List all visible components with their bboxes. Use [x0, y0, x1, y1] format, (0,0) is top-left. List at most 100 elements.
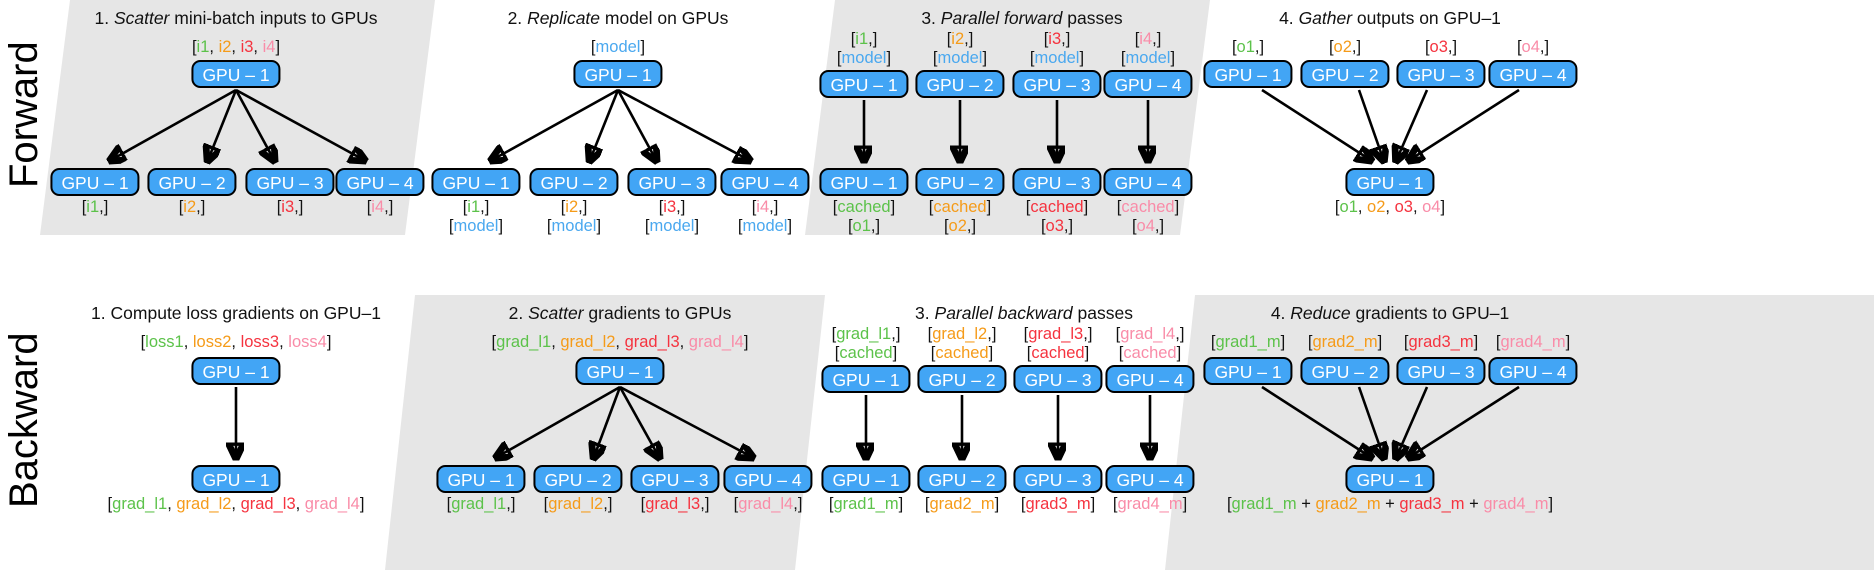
tag-token: [ — [828, 495, 834, 513]
tag-token: [ — [1025, 198, 1031, 216]
backward-p1-bottom-gpu[interactable]: GPU – 1 — [191, 465, 281, 493]
tag-token: [ — [1226, 495, 1232, 513]
tag-token: i2 — [218, 38, 232, 56]
tag-token: [ — [366, 198, 372, 216]
row-label-backward: Backward — [2, 332, 46, 508]
forward-p1-child-gpu-2[interactable]: GPU – 2 — [147, 168, 237, 196]
backward-p2-child-gpu-2[interactable]: GPU – 2 — [533, 465, 623, 493]
tag-token: ] — [1084, 343, 1090, 362]
tag-token: cached — [935, 343, 989, 362]
backward-p3-bottom-gpu-2[interactable]: GPU – 2 — [917, 465, 1007, 493]
tag-token: [ — [640, 495, 646, 513]
forward-p3-bottom-gpu-1[interactable]: GPU – 1 — [819, 168, 909, 196]
tag-line-2: [cached] — [832, 344, 901, 363]
tag-token: ] — [1083, 198, 1089, 216]
tag-token: ] — [596, 216, 602, 235]
forward-p1-child-gpu-4[interactable]: GPU – 4 — [335, 168, 425, 196]
forward-p3-bottom-gpu-2[interactable]: GPU – 2 — [915, 168, 1005, 196]
backward-p3-bottom-gpu-1[interactable]: GPU – 1 — [821, 465, 911, 493]
tag-token: [ — [1424, 38, 1430, 56]
tag-token: , — [231, 495, 241, 513]
tag-token: o3 — [1045, 216, 1064, 235]
tag-line-2: [model] — [933, 49, 987, 68]
backward-p1-top-gpu[interactable]: GPU – 1 — [191, 357, 281, 385]
forward-p2-child-gpu-1[interactable]: GPU – 1 — [431, 168, 521, 196]
forward-p1-child-gpu-3[interactable]: GPU – 3 — [245, 168, 335, 196]
tag-token: ,] — [603, 495, 613, 513]
tag-token: [ — [1231, 38, 1237, 56]
forward-p4-source-gpu-2[interactable]: GPU – 2 — [1300, 60, 1390, 88]
tag-token: ,] — [1175, 325, 1185, 343]
tag-line-2: [o1,] — [833, 217, 895, 236]
backward-p4-source-gpu-2[interactable]: GPU – 2 — [1300, 357, 1390, 385]
tag-token: grad_l3 — [240, 495, 296, 513]
backward-p2-child-gpu-1[interactable]: GPU – 1 — [436, 465, 526, 493]
forward-p4-source-gpu-1[interactable]: GPU – 1 — [1203, 60, 1293, 88]
backward-p2-root-tag: [grad_l1, grad_l2, grad_l3, grad_l4] — [492, 333, 749, 352]
tag-line-1: [grad_l2,] — [928, 325, 997, 344]
forward-p4-source-gpu-4[interactable]: GPU – 4 — [1488, 60, 1578, 88]
forward-p3-bottom-gpu-3[interactable]: GPU – 3 — [1012, 168, 1102, 196]
backward-p1-top-tag: [loss1, loss2, loss3, loss4] — [141, 333, 332, 352]
tag-token: grad_l4 — [1120, 325, 1176, 343]
tag-token: cached — [933, 198, 987, 216]
forward-p3-bottom-gpu-4[interactable]: GPU – 4 — [1103, 168, 1193, 196]
backward-p4-dest-gpu[interactable]: GPU – 1 — [1345, 465, 1435, 493]
tag-token: ,] — [1152, 30, 1162, 48]
tag-token: ] — [1565, 333, 1571, 351]
panel-title-rest: passes — [1062, 8, 1123, 28]
panel-title-emphasis: Replicate — [527, 8, 601, 28]
forward-p3-top-gpu-2[interactable]: GPU – 2 — [915, 70, 1005, 98]
tag-token: ] — [359, 495, 365, 513]
forward-p3-top-tag-3: [i3,][model] — [1030, 30, 1084, 67]
backward-p2-child-gpu-4[interactable]: GPU – 4 — [723, 465, 813, 493]
forward-p2-child-gpu-4[interactable]: GPU – 4 — [720, 168, 810, 196]
tag-line-2: [o4,] — [1117, 217, 1179, 236]
panel-title-emphasis: Reduce — [1290, 303, 1351, 323]
tag-token: [ — [491, 333, 497, 351]
panel-title-backward-4: 4. Reduce gradients to GPU–1 — [1271, 303, 1509, 324]
backward-p4-source-tag-3: [grad3_m] — [1404, 333, 1478, 352]
forward-p2-root-gpu[interactable]: GPU – 1 — [573, 60, 663, 88]
forward-p4-dest-gpu[interactable]: GPU – 1 — [1345, 168, 1435, 196]
tag-token: , — [1357, 198, 1368, 216]
forward-p2-child-gpu-2[interactable]: GPU – 2 — [529, 168, 619, 196]
backward-p3-bottom-tag-2: [grad2_m] — [925, 495, 999, 514]
backward-p3-bottom-gpu-4[interactable]: GPU – 4 — [1105, 465, 1195, 493]
tag-token: [ — [836, 48, 842, 67]
tag-token: ,] — [1539, 38, 1550, 56]
tag-token: ,] — [964, 30, 974, 48]
backward-p4-source-gpu-3[interactable]: GPU – 3 — [1396, 357, 1486, 385]
backward-p3-top-gpu-3[interactable]: GPU – 3 — [1013, 365, 1103, 393]
tag-token: [ — [446, 495, 452, 513]
tag-line-1: [grad_l3,] — [1024, 325, 1093, 344]
backward-p3-top-gpu-4[interactable]: GPU – 4 — [1105, 365, 1195, 393]
backward-p3-top-gpu-2[interactable]: GPU – 2 — [917, 365, 1007, 393]
backward-p2-child-gpu-3[interactable]: GPU – 3 — [630, 465, 720, 493]
tag-line-1: [cached] — [929, 198, 991, 217]
forward-p2-child-gpu-3[interactable]: GPU – 3 — [627, 168, 717, 196]
forward-p4-source-gpu-3[interactable]: GPU – 3 — [1396, 60, 1486, 88]
tag-token: ] — [1090, 495, 1096, 513]
forward-p1-child-gpu-1[interactable]: GPU – 1 — [50, 168, 140, 196]
tag-token: ,] — [769, 198, 779, 216]
forward-p3-top-gpu-4[interactable]: GPU – 4 — [1103, 70, 1193, 98]
forward-p3-top-gpu-1[interactable]: GPU – 1 — [819, 70, 909, 98]
panel-number: 3. — [915, 303, 930, 323]
backward-p3-bottom-gpu-3[interactable]: GPU – 3 — [1013, 465, 1103, 493]
panel-number: 3. — [921, 8, 936, 28]
backward-p4-source-gpu-1[interactable]: GPU – 1 — [1203, 357, 1293, 385]
tag-token: ] — [1079, 48, 1085, 67]
tag-line-1: [grad_l4,] — [1116, 325, 1185, 344]
backward-p2-root-gpu[interactable]: GPU – 1 — [575, 357, 665, 385]
tag-token: [ — [1043, 30, 1049, 48]
forward-p3-top-gpu-3[interactable]: GPU – 3 — [1012, 70, 1102, 98]
tag-token: i1 — [86, 198, 100, 216]
backward-p3-top-gpu-1[interactable]: GPU – 1 — [821, 365, 911, 393]
forward-p1-root-gpu[interactable]: GPU – 1 — [191, 60, 281, 88]
tag-line-2: [cached] — [1116, 344, 1185, 363]
tag-token: grad_l2 — [560, 333, 616, 351]
backward-p4-source-gpu-4[interactable]: GPU – 4 — [1488, 357, 1578, 385]
tag-token: grad_l3 — [1028, 325, 1084, 343]
backward-p4-source-tag-2: [grad2_m] — [1308, 333, 1382, 352]
